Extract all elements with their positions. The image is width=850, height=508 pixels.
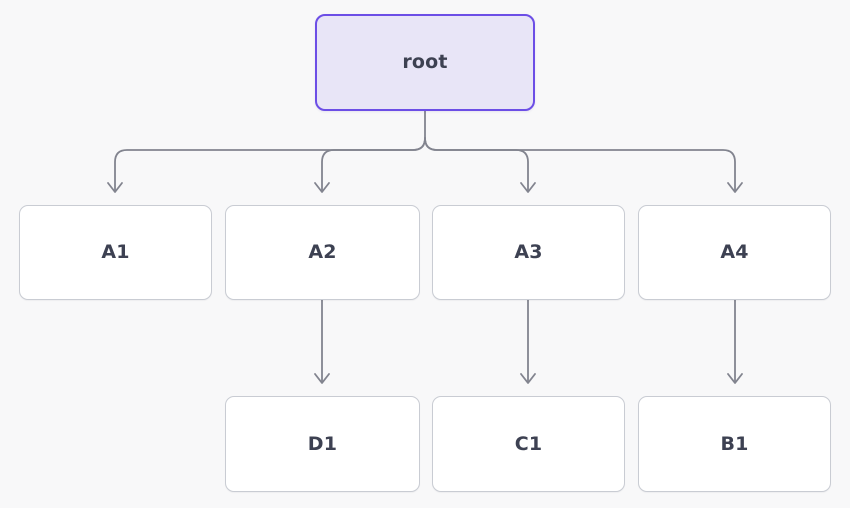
arrowhead-A2-D1-icon [314,373,330,384]
node-c1[interactable]: C1 [432,396,625,492]
edge-root-A3 [424,137,529,191]
node-a4-label: A4 [720,241,749,263]
node-b1-label: B1 [720,432,749,455]
node-root-label: root [402,51,448,73]
node-a3[interactable]: A3 [432,205,625,300]
edge-root-A2 [321,137,426,191]
edge-root-A4 [424,137,736,191]
arrowhead-A3-C1-icon [520,373,536,384]
node-c1-label: C1 [514,432,543,455]
node-d1-label: D1 [307,432,338,455]
arrowhead-root-A1-icon [107,182,123,193]
node-a2[interactable]: A2 [225,205,420,300]
arrowhead-A4-B1-icon [727,373,743,384]
node-a2-label: A2 [308,241,337,263]
arrowhead-root-A3-icon [520,182,536,193]
node-d1[interactable]: D1 [225,396,420,492]
node-a1-label: A1 [101,241,130,263]
node-a1[interactable]: A1 [19,205,212,300]
node-root[interactable]: root [315,14,535,111]
node-b1[interactable]: B1 [638,396,831,492]
arrowhead-root-A2-icon [314,182,330,193]
edge-root-A1 [114,137,426,191]
node-a4[interactable]: A4 [638,205,831,300]
node-a3-label: A3 [514,241,543,263]
arrowhead-root-A4-icon [727,182,743,193]
